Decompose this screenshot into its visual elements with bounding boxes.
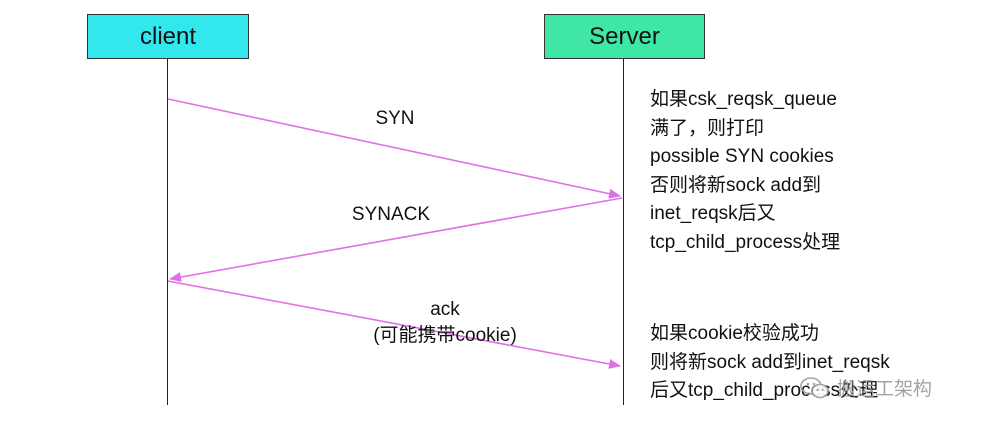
synack-label: SYNACK: [352, 202, 430, 228]
ack-label: ack (可能携带cookie): [373, 297, 517, 349]
server-participant: Server: [544, 14, 705, 59]
note-line: 如果csk_reqsk_queue: [650, 89, 837, 110]
note-line: inet_reqsk后又: [650, 203, 776, 224]
synack-arrow: [169, 197, 623, 282]
ack-label-line-1: ack: [430, 299, 460, 320]
server-note-top: 如果csk_reqsk_queue 满了，则打印 possible SYN co…: [650, 86, 840, 257]
note-line: 满了，则打印: [650, 117, 765, 139]
syn-arrow: [167, 98, 621, 199]
wechat-icon: [800, 376, 829, 398]
synack-label-line: SYNACK: [351, 204, 431, 225]
client-label: client: [139, 22, 197, 50]
note-line: possible SYN cookies: [650, 146, 834, 167]
note-line: 则将新sock add到inet_reqsk: [650, 351, 890, 373]
watermark: 搬运工架构: [799, 374, 932, 401]
syn-label: SYN: [375, 106, 414, 132]
client-lifeline: [167, 59, 168, 405]
note-line: 如果cookie校验成功: [650, 323, 819, 344]
ack-arrow: [167, 280, 621, 369]
watermark-text: 搬运工架构: [837, 379, 933, 400]
note-line: 否则将新sock add到: [650, 174, 822, 196]
syn-label-line: SYN: [375, 108, 415, 129]
ack-label-line-2: (可能携带cookie): [373, 325, 517, 346]
server-lifeline: [623, 59, 624, 405]
server-label: Server: [589, 22, 660, 50]
client-participant: client: [87, 14, 249, 59]
note-line: tcp_child_process处理: [650, 231, 841, 253]
